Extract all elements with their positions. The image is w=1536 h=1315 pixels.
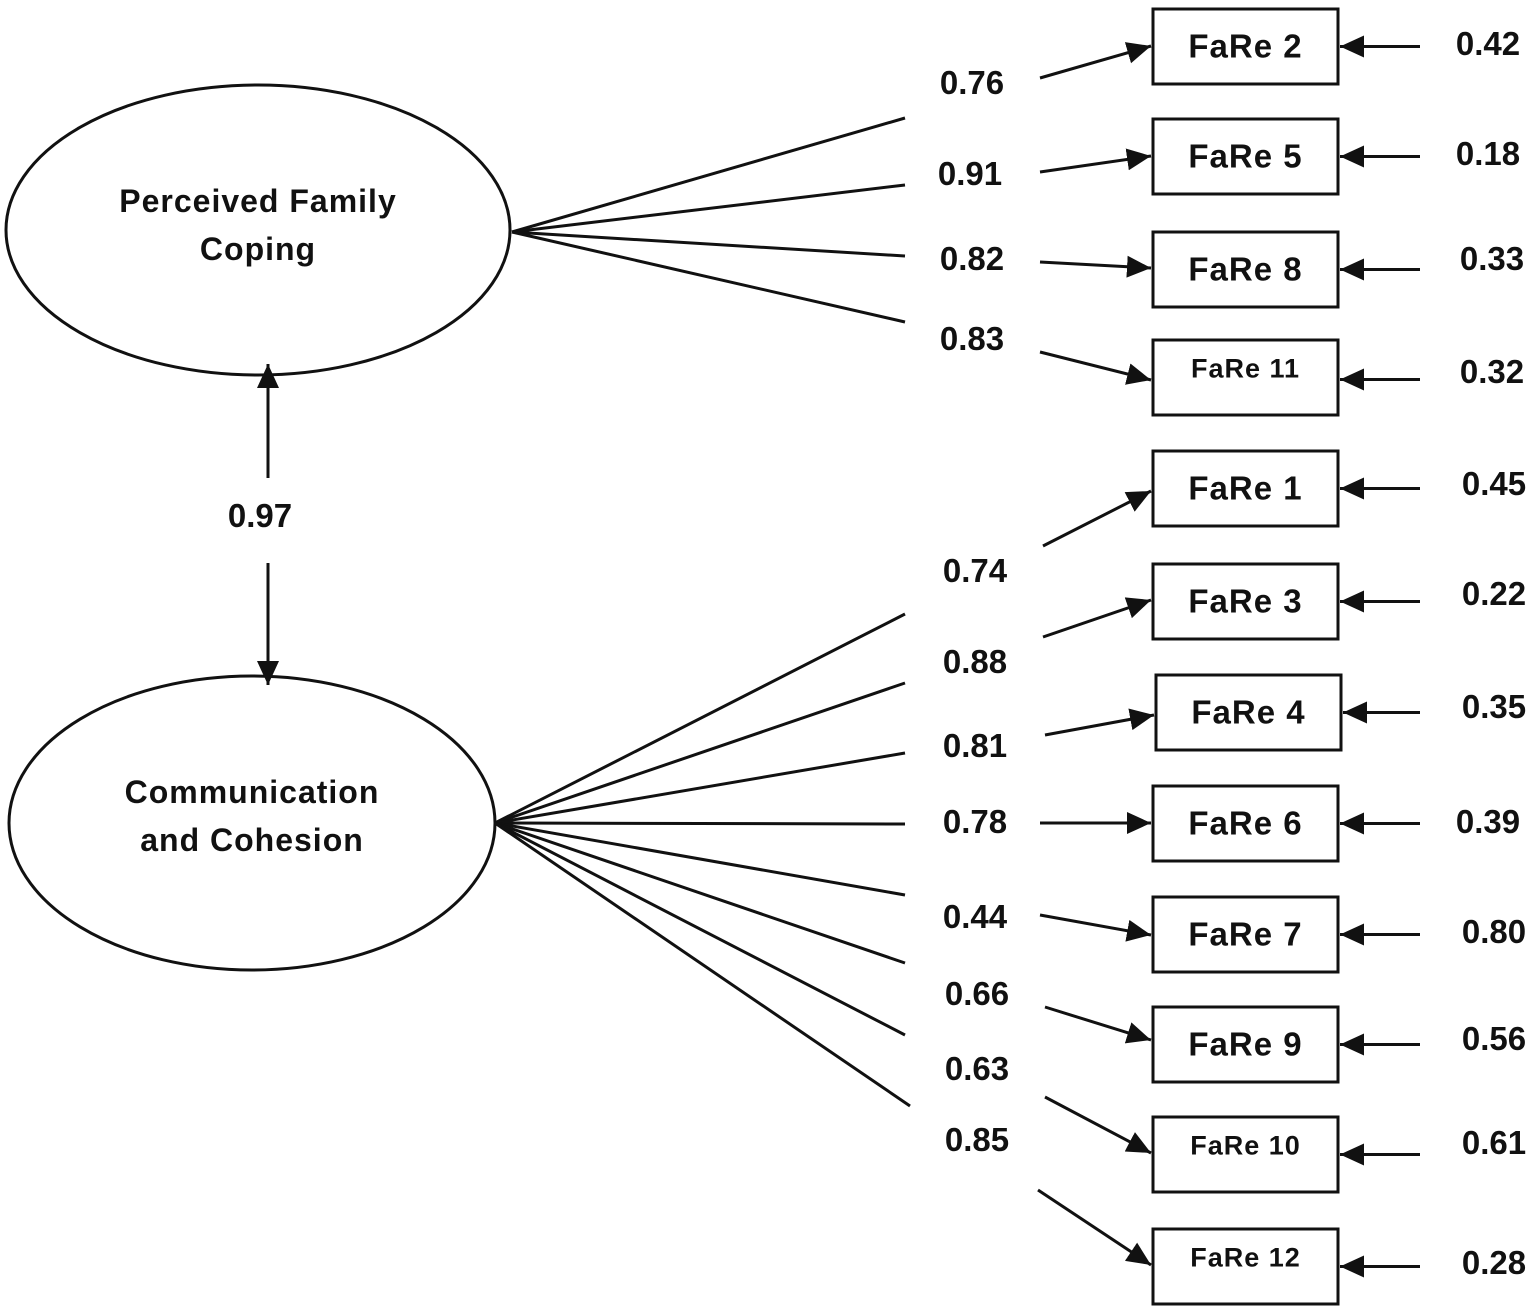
indicator-fare-9: FaRe 9 0.66 0.56: [945, 975, 1526, 1084]
loading-arrow: [1044, 1095, 1152, 1155]
loading-value: 0.44: [943, 898, 1008, 935]
indicator-box: [1151, 117, 1340, 196]
loading-arrow: [1037, 1188, 1152, 1267]
indicator-box: [1151, 449, 1340, 528]
indicator-fare-7: FaRe 7 0.44 0.80: [943, 895, 1526, 974]
indicator-fare-8: FaRe 8 0.82 0.33: [940, 230, 1524, 309]
loading-value: 0.78: [943, 803, 1007, 840]
indicator-label: FaRe 9: [1188, 1026, 1302, 1063]
loading-arrow: [1039, 350, 1152, 385]
latent-ellipse-pfc: [4, 83, 512, 377]
indicator-fare-5: FaRe 5 0.91 0.18: [938, 117, 1520, 196]
indicator-box: [1151, 895, 1340, 974]
indicator-label: FaRe 3: [1188, 583, 1302, 620]
loading-arrow: [1044, 708, 1155, 737]
latent-label-line-1: Perceived Family: [119, 183, 396, 219]
indicator-fare-11: FaRe 11 0.83 0.32: [940, 320, 1524, 417]
loading-path-fare-5: [511, 183, 906, 234]
latent-label-line-2: Coping: [200, 231, 316, 267]
error-variance-value: 0.39: [1456, 803, 1520, 840]
loading-paths: [494, 116, 911, 1108]
factor-correlation: 0.97: [228, 364, 292, 685]
loading-value: 0.81: [943, 727, 1007, 764]
loading-path-fare-3: [494, 681, 906, 825]
loading-value: 0.76: [940, 64, 1004, 101]
indicator-fare-10: FaRe 10 0.63 0.61: [945, 1050, 1526, 1194]
indicator-label: FaRe 1: [1188, 470, 1302, 507]
indicator-box: [1151, 1115, 1340, 1194]
indicator-box: [1151, 338, 1340, 417]
latent-label-line-1: Communication: [125, 774, 380, 810]
error-variance-value: 0.22: [1462, 575, 1526, 612]
indicator-fare-6: FaRe 6 0.78 0.39: [943, 784, 1520, 863]
indicator-label: FaRe 2: [1188, 28, 1302, 65]
loading-value: 0.83: [940, 320, 1004, 357]
loading-path-fare-8: [511, 230, 906, 258]
loading-path-fare-7: [494, 821, 906, 897]
latent-factor-communication-cohesion: Communication and Cohesion: [7, 674, 497, 972]
loading-arrow: [1044, 1005, 1152, 1044]
loading-arrow: [1042, 489, 1152, 548]
loading-value: 0.82: [940, 240, 1004, 277]
loading-arrow: [1039, 255, 1152, 278]
loading-path-fare-2: [511, 116, 906, 234]
loading-path-fare-6: [494, 821, 906, 826]
latent-label-line-2: and Cohesion: [140, 822, 364, 858]
indicator-box: [1151, 230, 1340, 309]
indicator-fare-4: FaRe 4 0.81 0.35: [943, 673, 1526, 764]
indicator-box: [1151, 1005, 1340, 1084]
loading-path-fare-10: [494, 821, 906, 1037]
loading-value: 0.88: [943, 643, 1007, 680]
error-variance-value: 0.28: [1462, 1244, 1526, 1281]
indicator-fare-12: FaRe 12 0.85 0.28: [945, 1121, 1526, 1306]
loading-arrow: [1042, 597, 1152, 639]
error-variance-value: 0.80: [1462, 913, 1526, 950]
loading-arrow: [1039, 42, 1152, 80]
indicator-box: [1151, 7, 1340, 86]
loading-value: 0.85: [945, 1121, 1009, 1158]
indicator-fare-2: FaRe 2 0.76 0.42: [940, 7, 1520, 101]
error-variance-value: 0.35: [1462, 688, 1526, 725]
indicator-label: FaRe 6: [1188, 805, 1302, 842]
loading-arrow: [1039, 148, 1152, 174]
loading-path-fare-1: [494, 612, 906, 825]
latent-factor-perceived-family-coping: Perceived Family Coping: [4, 83, 512, 377]
error-variance-value: 0.61: [1462, 1124, 1526, 1161]
loading-value: 0.63: [945, 1050, 1009, 1087]
error-variance-value: 0.32: [1460, 353, 1524, 390]
indicator-box: [1151, 1227, 1340, 1306]
indicator-box: [1151, 784, 1340, 863]
error-variance-value: 0.56: [1462, 1020, 1526, 1057]
loading-path-fare-12: [494, 821, 911, 1108]
loading-value: 0.66: [945, 975, 1009, 1012]
indicator-fare-3: FaRe 3 0.88 0.22: [943, 562, 1526, 680]
indicator-label: FaRe 8: [1188, 251, 1302, 288]
loading-path-fare-4: [494, 751, 906, 825]
indicator-label: FaRe 5: [1188, 138, 1302, 175]
indicator-label: FaRe 10: [1190, 1131, 1301, 1161]
indicator-label: FaRe 7: [1188, 916, 1302, 953]
indicator-label: FaRe 4: [1191, 694, 1305, 731]
indicator-label: FaRe 12: [1190, 1243, 1301, 1273]
indicator-fare-1: FaRe 1 0.74 0.45: [943, 449, 1526, 589]
error-variance-value: 0.45: [1462, 465, 1526, 502]
indicator-box: [1151, 562, 1340, 641]
loading-value: 0.91: [938, 155, 1002, 192]
error-variance-value: 0.18: [1456, 135, 1520, 172]
error-variance-value: 0.33: [1460, 240, 1524, 277]
correlation-value: 0.97: [228, 497, 292, 534]
loading-path-fare-11: [511, 230, 906, 324]
indicator-label: FaRe 11: [1191, 354, 1300, 384]
error-variance-value: 0.42: [1456, 25, 1520, 62]
loading-value: 0.74: [943, 552, 1008, 589]
loading-arrow: [1039, 913, 1152, 942]
loading-path-fare-9: [494, 821, 906, 965]
indicator-box: [1154, 673, 1343, 752]
